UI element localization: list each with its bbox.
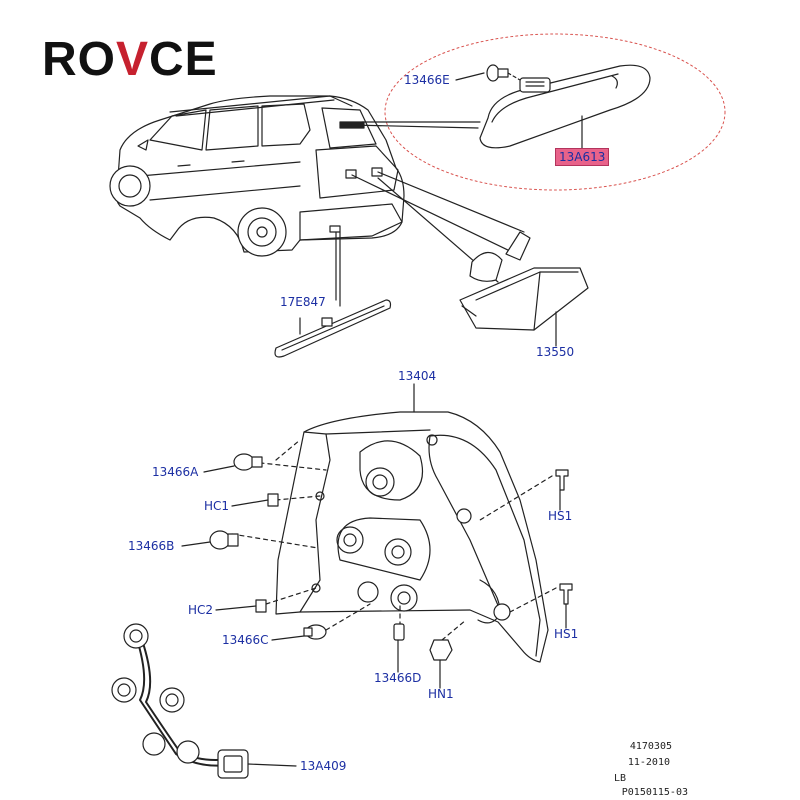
logo-text-mid: V — [116, 33, 150, 86]
tail-lamp-13404 — [231, 411, 557, 663]
vehicle-outline — [109, 95, 405, 257]
callout-13466E: 13466E — [404, 73, 450, 87]
brand-logo: ROVCE — [42, 36, 218, 84]
bulb-13466E — [486, 64, 521, 82]
bulb-13466D — [393, 623, 405, 641]
bulb-13466C — [303, 624, 327, 640]
callout-HC2: HC2 — [188, 603, 214, 617]
clip-HC1 — [267, 493, 279, 507]
plate-lamp-13550 — [459, 231, 589, 331]
clip-HC2 — [255, 599, 267, 613]
bulb-13466B — [209, 530, 239, 550]
callout-13466C: 13466C — [222, 633, 269, 647]
callout-HN1: HN1 — [428, 687, 454, 701]
wiring-harness-13A409 — [111, 623, 249, 779]
logo-text-left: RO — [42, 33, 116, 86]
callout-13A613: 13A613 — [555, 148, 610, 166]
callout-13404: 13404 — [398, 369, 437, 383]
stamp-line-1: 4170305 — [629, 741, 672, 752]
reflector-17E847 — [274, 299, 392, 358]
callout-HC1: HC1 — [204, 499, 230, 513]
stamp-line-3: LB — [613, 773, 626, 784]
nut-HN1 — [429, 639, 453, 661]
highlight-ellipse — [384, 33, 726, 191]
callout-13466B: 13466B — [128, 539, 175, 553]
stamp-line-2: 11-2010 — [627, 757, 670, 768]
logo-text-right: CE — [149, 33, 218, 86]
callout-13466A: 13466A — [152, 465, 199, 479]
callout-13550: 13550 — [536, 345, 575, 359]
bulb-13466A — [233, 453, 263, 471]
callout-13466D: 13466D — [374, 671, 422, 685]
screw-HS1-upper — [555, 469, 569, 491]
leader-lines — [181, 72, 583, 767]
callout-HS1-lower: HS1 — [554, 627, 579, 641]
high-stop-lamp-13A613 — [479, 64, 651, 149]
callout-13A409: 13A409 — [300, 759, 347, 773]
stamp-line-4: P0150115-03 — [621, 787, 688, 798]
callout-17E847: 17E847 — [280, 295, 326, 309]
callout-HS1-upper: HS1 — [548, 509, 573, 523]
screw-HS1-lower — [559, 583, 573, 605]
